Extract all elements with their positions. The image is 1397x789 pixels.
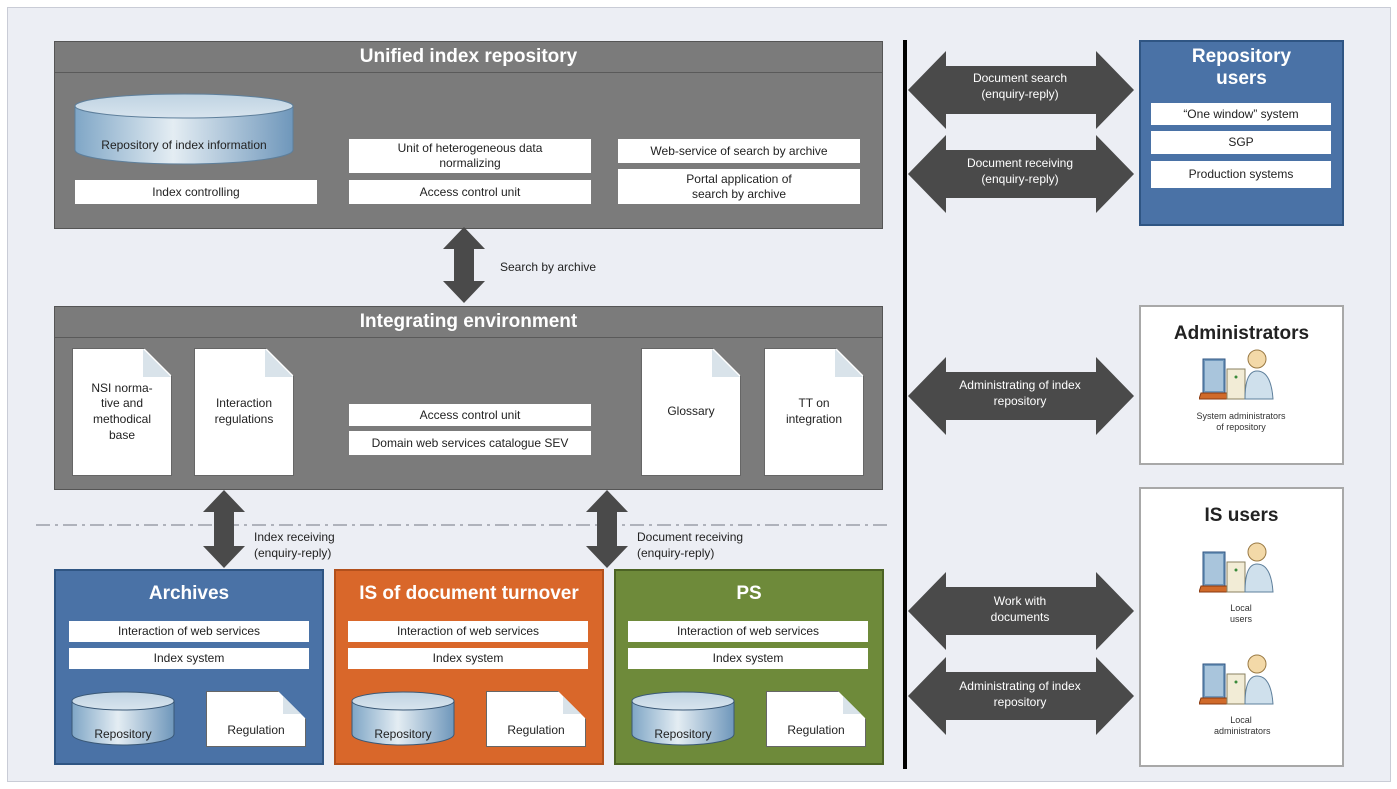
document-receiving-arrow-right xyxy=(908,135,1134,213)
administrators-title: Administrators xyxy=(1173,323,1310,344)
document-receiving-label-right: Document receiving (enquiry-reply) xyxy=(966,156,1074,186)
one-window-system-box: “One window” system xyxy=(1151,103,1331,125)
integrating-environment-box: Integrating environment xyxy=(54,306,883,490)
is-users-box: IS users xyxy=(1139,487,1344,767)
unified-index-repository-title: Unified index repository xyxy=(55,42,882,73)
is-users-title: IS users xyxy=(1204,505,1279,526)
normalizing-unit-box: Unit of heterogeneous data normalizing xyxy=(349,139,591,173)
repository-of-index-information-label: Repository of index information xyxy=(101,138,267,152)
zone-separator-line xyxy=(36,524,892,526)
document-receiving-arrow-bottom xyxy=(586,490,628,568)
nsi-document-label: NSI norma-tive and methodical base xyxy=(91,380,153,442)
document-search-arrow xyxy=(908,51,1134,129)
glossary-document: Glossary xyxy=(641,348,741,476)
ps-index-system-box: Index system xyxy=(628,648,868,669)
interaction-regulations-label: Interaction regulations xyxy=(214,396,274,426)
document-search-label: Document search (enquiry-reply) xyxy=(972,71,1068,101)
archives-index-system-box: Index system xyxy=(69,648,309,669)
local-users-caption: Local users xyxy=(1229,603,1252,625)
ps-repository-label: Repository xyxy=(654,727,712,741)
work-with-documents-label: Work with documents xyxy=(990,594,1050,624)
ps-regulation-label: Regulation xyxy=(787,723,845,738)
ps-title: PS xyxy=(736,583,762,604)
archives-repository-label: Repository xyxy=(94,727,152,741)
administrating-arrow-1 xyxy=(908,357,1134,435)
index-receiving-arrow xyxy=(203,490,245,568)
repository-cylinder-icon xyxy=(74,93,294,165)
is-doc-index-system-box: Index system xyxy=(348,648,588,669)
archives-title: Archives xyxy=(148,583,230,604)
web-service-search-box: Web-service of search by archive xyxy=(618,139,860,163)
archives-regulation-label: Regulation xyxy=(227,723,285,738)
integrating-environment-title: Integrating environment xyxy=(55,307,882,338)
local-administrators-caption: Local administrators xyxy=(1214,715,1271,737)
access-control-unit-box-mid: Access control unit xyxy=(349,404,591,426)
is-document-turnover-title: IS of document turnover xyxy=(359,583,579,604)
document-receiving-label-bottom: Document receiving (enquiry-reply) xyxy=(637,530,744,560)
nsi-document: NSI norma-tive and methodical base xyxy=(72,348,172,476)
system-admin-user-icon xyxy=(1199,349,1274,400)
is-doc-repository-cylinder-icon xyxy=(351,691,455,746)
tt-on-integration-document: TT on integration xyxy=(764,348,864,476)
vertical-divider xyxy=(903,40,907,769)
domain-catalogue-box: Domain web services catalogue SEV xyxy=(349,431,591,455)
index-receiving-label: Index receiving (enquiry-reply) xyxy=(254,530,335,560)
is-doc-regulation-label: Regulation xyxy=(507,723,565,738)
administrating-label-2: Administrating of index repository xyxy=(959,679,1081,709)
search-by-archive-arrow xyxy=(443,227,485,303)
ps-interaction-box: Interaction of web services xyxy=(628,621,868,642)
interaction-regulations-document: Interaction regulations xyxy=(194,348,294,476)
index-controlling-box: Index controlling xyxy=(75,180,317,204)
repository-users-title: Repository users xyxy=(1191,46,1292,89)
local-admin-icon xyxy=(1199,654,1274,705)
administrators-box: Administrators xyxy=(1139,305,1344,465)
production-systems-box: Production systems xyxy=(1151,161,1331,188)
glossary-label: Glossary xyxy=(667,404,715,419)
archives-interaction-box: Interaction of web services xyxy=(69,621,309,642)
portal-application-box: Portal application of search by archive xyxy=(618,169,860,204)
is-doc-repository-label: Repository xyxy=(374,727,432,741)
archives-repository-cylinder-icon xyxy=(71,691,175,746)
search-by-archive-label: Search by archive xyxy=(500,260,597,274)
administrating-arrow-2 xyxy=(908,657,1134,735)
sgp-box: SGP xyxy=(1151,131,1331,154)
system-administrators-caption: System administrators of repository xyxy=(1196,411,1286,433)
administrating-label-1: Administrating of index repository xyxy=(959,378,1081,408)
local-user-icon xyxy=(1199,542,1274,593)
tt-on-integration-label: TT on integration xyxy=(785,396,843,426)
work-with-documents-arrow xyxy=(908,572,1134,650)
is-doc-interaction-box: Interaction of web services xyxy=(348,621,588,642)
ps-repository-cylinder-icon xyxy=(631,691,735,746)
access-control-unit-box-top: Access control unit xyxy=(349,180,591,204)
